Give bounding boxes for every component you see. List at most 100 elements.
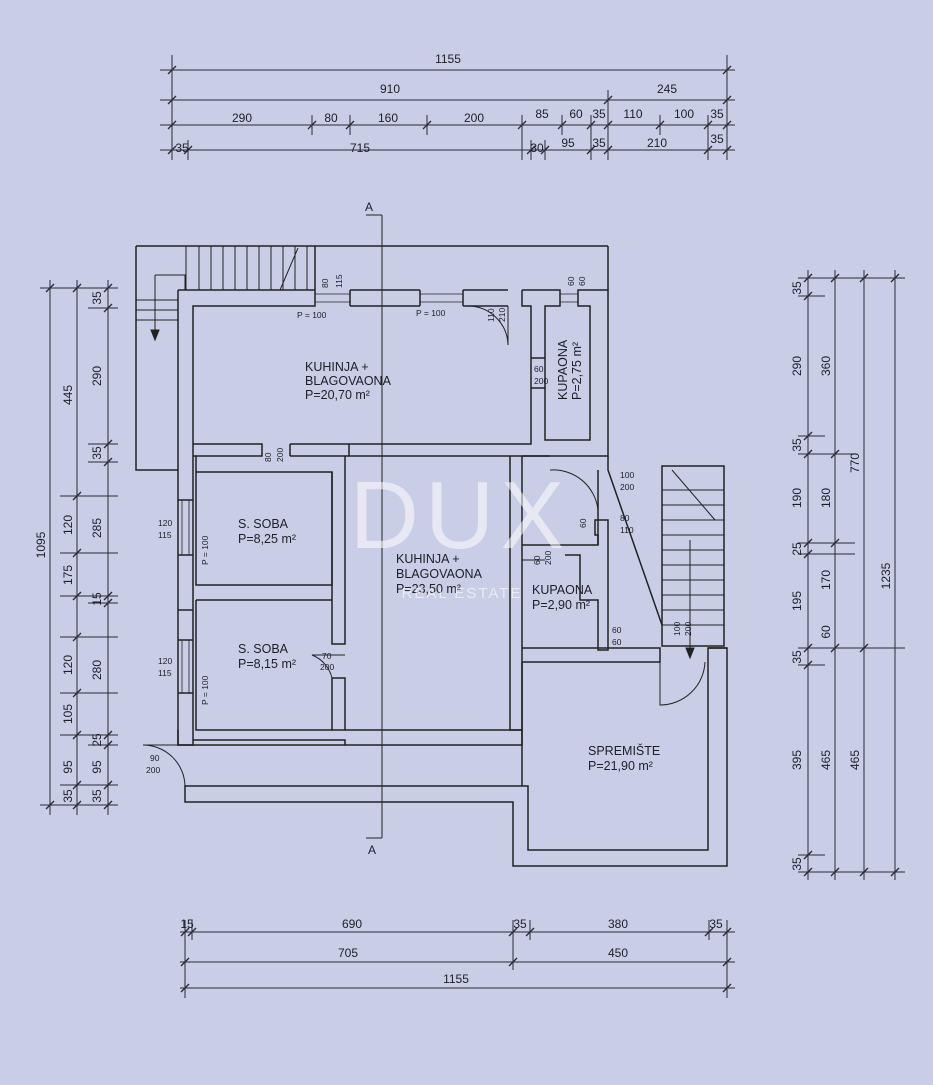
w3-top: 60 bbox=[566, 276, 576, 286]
section-mark-bottom: A bbox=[368, 843, 376, 857]
w3-bot: 60 bbox=[577, 276, 587, 286]
d5-bot: 110 bbox=[620, 525, 634, 535]
d7-bot: 60 bbox=[612, 637, 622, 647]
room-storage-area: P=21,90 m² bbox=[588, 759, 653, 773]
right-dimension-labels: 35 290 360 35 770 190 180 25 195 170 60 … bbox=[790, 281, 893, 871]
dim-right-35b: 35 bbox=[790, 438, 804, 452]
dim-bot-380: 380 bbox=[608, 917, 628, 931]
w4-top: 120 bbox=[158, 518, 172, 528]
d3-top: 80 bbox=[263, 452, 273, 462]
room-bath2-name: KUPAONA bbox=[532, 583, 593, 597]
dim-bot-35a: 35 bbox=[513, 917, 527, 931]
dim-top-60: 60 bbox=[569, 107, 583, 121]
room-storage-name: SPREMIŠTE bbox=[588, 743, 660, 758]
staircase-top bbox=[136, 246, 308, 342]
room-bath1-name: KUPAONA bbox=[556, 339, 570, 400]
d2-top: 60 bbox=[534, 364, 544, 374]
w4-p: P = 100 bbox=[200, 535, 210, 565]
dim-right-180: 180 bbox=[819, 488, 833, 508]
top-dimension-labels: 1155 910 245 290 80 160 200 85 60 35 110… bbox=[175, 52, 724, 155]
dim-top-100: 100 bbox=[674, 107, 694, 121]
dim-right-35a: 35 bbox=[790, 281, 804, 295]
dim-top-35e: 35 bbox=[710, 132, 724, 146]
section-line bbox=[366, 214, 383, 839]
dim-top-715: 715 bbox=[350, 141, 370, 155]
dim-left-total: 1095 bbox=[34, 531, 48, 558]
w1-bot: 115 bbox=[334, 274, 344, 288]
dim-left-25: 25 bbox=[90, 733, 104, 747]
dim-right-195: 195 bbox=[790, 591, 804, 611]
dim-top-110: 110 bbox=[623, 107, 642, 121]
dim-bot-690: 690 bbox=[342, 917, 362, 931]
walls bbox=[135, 245, 728, 867]
room-bath1-area: P=2,75 m² bbox=[570, 342, 584, 400]
dim-bot-35b: 35 bbox=[709, 917, 723, 931]
dim-bot-total: 1155 bbox=[443, 972, 469, 986]
w5-bot: 115 bbox=[158, 668, 172, 678]
w1-top: 80 bbox=[320, 278, 330, 288]
w5-p: P = 100 bbox=[200, 675, 210, 705]
dim-right-290: 290 bbox=[790, 356, 804, 376]
dim-left-120b: 120 bbox=[61, 655, 75, 675]
d10-bot: 200 bbox=[146, 765, 160, 775]
dim-bot-450: 450 bbox=[608, 946, 628, 960]
dim-right-35d: 35 bbox=[790, 857, 804, 871]
dim-left-35c: 35 bbox=[61, 789, 75, 803]
room-bath2-area: P=2,90 m² bbox=[532, 598, 590, 612]
d4-top: 100 bbox=[620, 470, 634, 480]
dim-top-35d: 35 bbox=[592, 136, 606, 150]
dim-top-290: 290 bbox=[232, 111, 252, 125]
dim-top-910: 910 bbox=[380, 82, 400, 96]
d8-top: 70 bbox=[322, 651, 332, 661]
bottom-dimension-labels: 15 690 35 380 35 705 450 1155 bbox=[180, 917, 723, 986]
dim-right-770: 770 bbox=[848, 453, 862, 473]
w5-top: 120 bbox=[158, 656, 172, 666]
dim-top-30: 30 bbox=[530, 141, 544, 155]
dim-left-35d: 35 bbox=[90, 789, 104, 803]
dim-right-170: 170 bbox=[819, 570, 833, 590]
staircase-right bbox=[662, 469, 724, 660]
dim-left-280: 280 bbox=[90, 660, 104, 680]
d8-bot: 200 bbox=[320, 662, 334, 672]
w1-p: P = 100 bbox=[297, 310, 327, 320]
dim-top-245: 245 bbox=[657, 82, 677, 96]
room-kitchen2-line1: KUHINJA + bbox=[396, 552, 460, 566]
dimension-ticks bbox=[45, 65, 900, 993]
dim-left-285: 285 bbox=[90, 518, 104, 538]
room-kitchen2-line2: BLAGOVAONA bbox=[396, 567, 483, 581]
watermark-logo: DUX bbox=[350, 462, 571, 569]
d9-top: 100 bbox=[672, 622, 682, 636]
dim-left-120a: 120 bbox=[61, 515, 75, 535]
dim-top-160: 160 bbox=[378, 111, 398, 125]
dim-left-445: 445 bbox=[61, 385, 75, 405]
room-kitchen1-line2: BLAGOVAONA bbox=[305, 374, 392, 388]
dim-left-175: 175 bbox=[61, 565, 75, 585]
dim-top-80: 80 bbox=[324, 111, 338, 125]
dim-right-1235: 1235 bbox=[879, 562, 893, 589]
left-dimension-labels: 1095 445 35 290 35 120 285 175 15 120 28… bbox=[34, 291, 104, 803]
room-bedroom1-area: P=8,25 m² bbox=[238, 532, 296, 546]
dim-top-total: 1155 bbox=[435, 52, 461, 66]
w2-p: P = 100 bbox=[416, 308, 446, 318]
dim-top-95: 95 bbox=[561, 136, 575, 150]
dim-right-35c: 35 bbox=[790, 650, 804, 664]
room-kitchen2-area: P=23,50 m² bbox=[396, 582, 461, 596]
dim-right-465a: 465 bbox=[819, 750, 833, 770]
d6-top: 60 bbox=[532, 555, 542, 565]
d3-bot: 200 bbox=[275, 448, 285, 462]
window-panes bbox=[181, 293, 578, 693]
dim-bot-705: 705 bbox=[338, 946, 358, 960]
section-mark-top: A bbox=[365, 200, 373, 214]
dim-right-25: 25 bbox=[790, 542, 804, 556]
d11: 60 bbox=[578, 518, 588, 528]
dim-left-35b: 35 bbox=[90, 446, 104, 460]
d9-bot: 200 bbox=[683, 622, 693, 636]
room-kitchen1-line1: KUHINJA + bbox=[305, 360, 369, 374]
dim-top-35a: 35 bbox=[592, 107, 606, 121]
dim-top-210: 210 bbox=[647, 136, 667, 150]
dim-right-395: 395 bbox=[790, 750, 804, 770]
dim-left-95b: 95 bbox=[90, 760, 104, 774]
d4-bot: 200 bbox=[620, 482, 634, 492]
dim-right-360: 360 bbox=[819, 356, 833, 376]
